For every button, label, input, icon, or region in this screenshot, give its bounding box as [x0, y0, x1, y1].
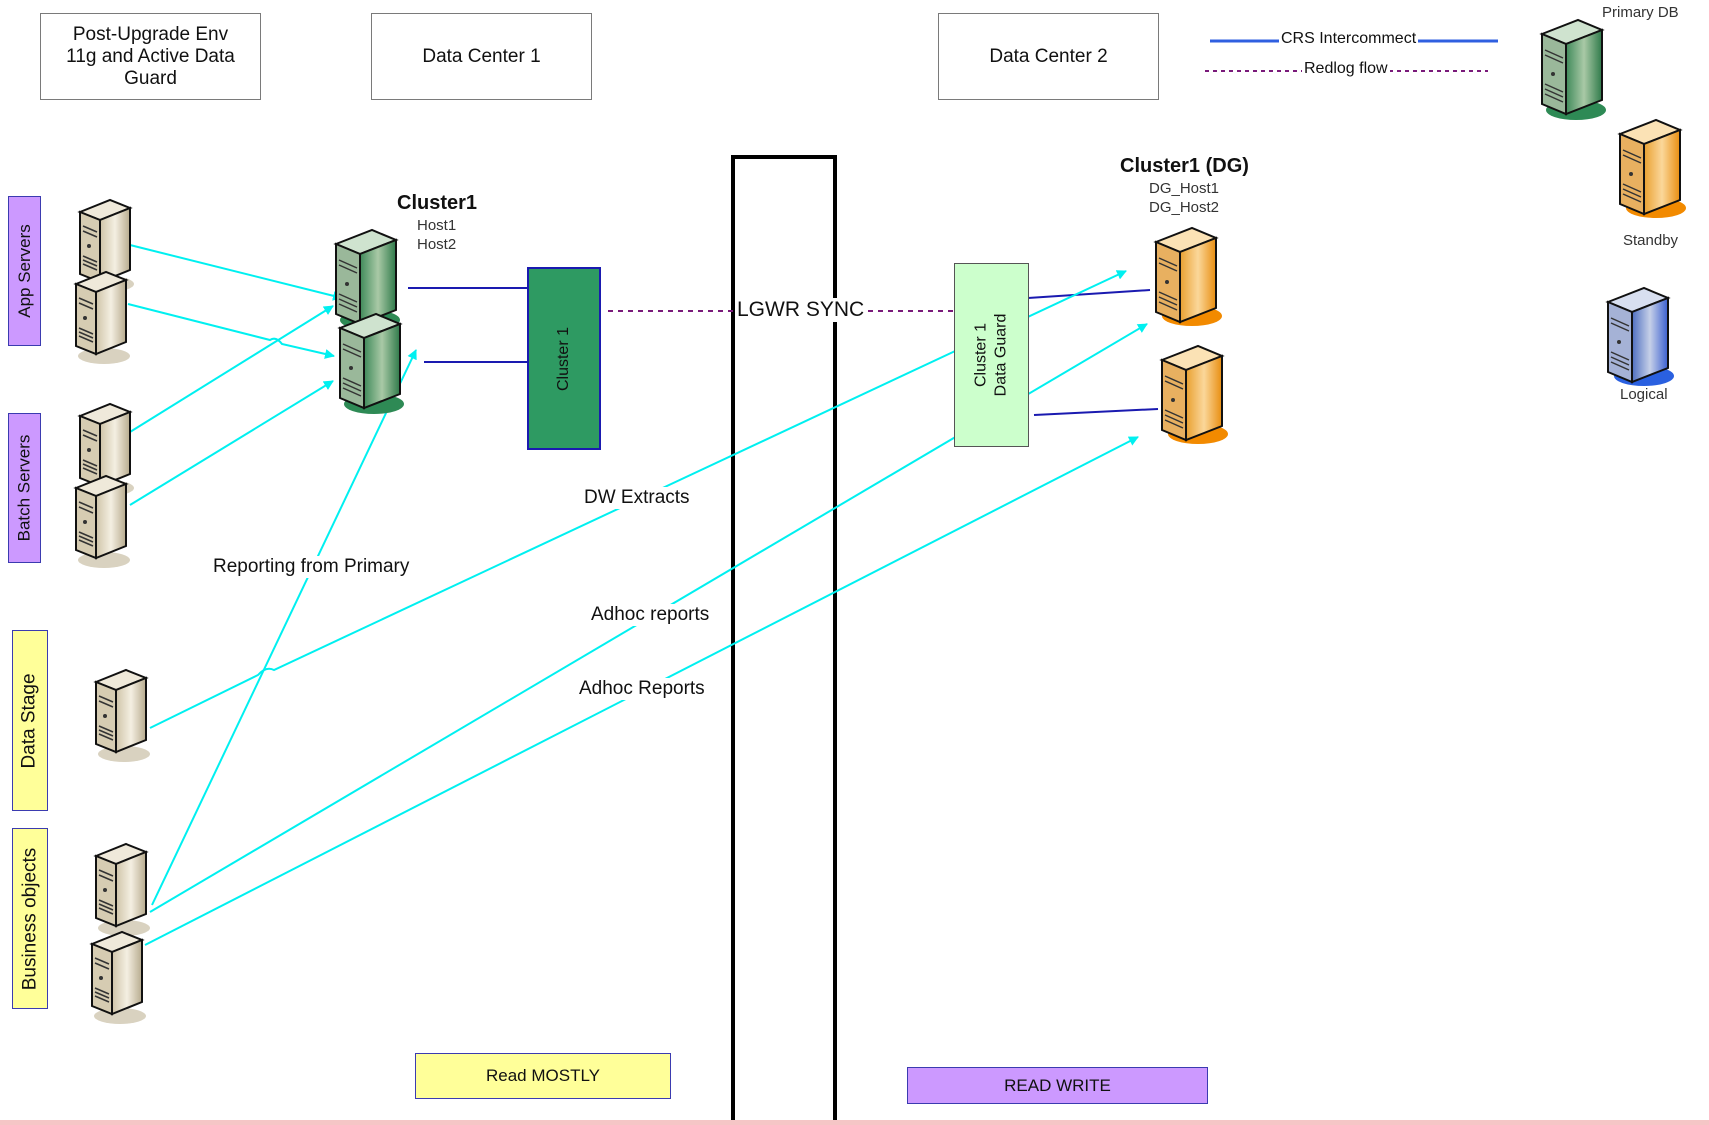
cluster1-box-label: Cluster 1 — [555, 326, 572, 391]
app-server-2 — [75, 271, 131, 365]
arrow-app1 — [129, 244, 343, 301]
read-write-label: READ WRITE — [1004, 1075, 1111, 1095]
data-center-2-label: Data Center 2 — [989, 45, 1108, 67]
cluster1-host2: Host2 — [417, 236, 457, 253]
read-mostly-label: Read MOSTLY — [485, 1066, 600, 1085]
env-title-line1: Post-Upgrade Env — [72, 23, 229, 45]
lgwr-sync-label: LGWR SYNC — [735, 298, 867, 322]
arrow-reporting — [151, 349, 417, 906]
legend-logical-icon — [1607, 287, 1675, 387]
cluster1-host1: Host1 — [417, 217, 457, 234]
data-stage-label: Data Stage — [12, 630, 48, 811]
arrow-dw-extracts — [149, 270, 1127, 729]
arrow-batch2 — [129, 380, 334, 506]
dg-host2-server — [1161, 345, 1229, 445]
batch-servers-label: Batch Servers — [8, 413, 41, 563]
arrow-app2 — [127, 303, 335, 359]
batch-server-2 — [75, 475, 131, 569]
dg-link-bottom — [1033, 408, 1159, 416]
legend-primary-db-icon — [1541, 19, 1607, 121]
cluster1-dg-box-line1: Cluster 1 — [972, 322, 990, 388]
legend-standby-label: Standby — [1623, 232, 1679, 249]
legend-logical-label: Logical — [1620, 386, 1668, 403]
primary-host1-server — [335, 229, 401, 331]
app-servers-label: App Servers — [8, 196, 41, 346]
data-center-1-label: Data Center 1 — [422, 45, 541, 67]
env-title-line2: 11g and Active Data — [66, 45, 235, 67]
arrow-batch1 — [129, 305, 334, 433]
bo-server-2 — [91, 931, 147, 1025]
cluster1-dg-box-line2: Data Guard — [992, 313, 1010, 397]
reporting-from-primary-label: Reporting from Primary — [211, 556, 412, 578]
legend-standby-icon — [1619, 119, 1687, 219]
dg-host1-server — [1155, 227, 1223, 327]
legend-redlog-label: Redlog flow — [1302, 60, 1390, 78]
cluster-dg-host1: DG_Host1 — [1149, 180, 1220, 197]
env-title-line3: Guard — [124, 67, 177, 89]
legend-crs-label: CRS Intercommect — [1279, 30, 1419, 48]
read-mostly-box: Read MOSTLY — [415, 1053, 671, 1099]
cluster1-dg-box: Cluster 1 Data Guard — [954, 263, 1029, 447]
cluster-dg-host2: DG_Host2 — [1149, 199, 1220, 216]
cluster1-title: Cluster1 — [397, 192, 478, 214]
legend-primary-db-label: Primary DB — [1602, 4, 1679, 21]
adhoc-reports-label-2: Adhoc Reports — [577, 678, 707, 700]
env-title-box: Post-Upgrade Env 11g and Active Data Gua… — [40, 13, 261, 100]
dw-extracts-label: DW Extracts — [582, 487, 692, 509]
bo-server-1 — [95, 843, 151, 937]
cluster-dg-title: Cluster1 (DG) — [1120, 155, 1249, 177]
data-center-2-box: Data Center 2 — [938, 13, 1159, 100]
primary-host2-server — [339, 313, 405, 415]
bottom-edge — [0, 1120, 1709, 1125]
datastage-server — [95, 669, 151, 763]
business-objects-label: Business objects — [12, 828, 48, 1009]
dg-link-top — [1027, 289, 1151, 299]
cluster1-box: Cluster 1 — [527, 267, 601, 450]
read-write-box: READ WRITE — [907, 1067, 1208, 1104]
adhoc-reports-label-1: Adhoc reports — [589, 604, 712, 626]
data-center-1-box: Data Center 1 — [371, 13, 592, 100]
